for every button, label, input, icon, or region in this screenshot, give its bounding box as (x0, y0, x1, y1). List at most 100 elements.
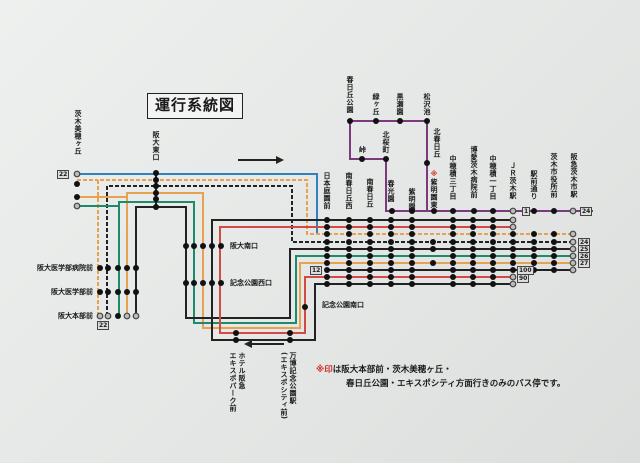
footnote-line-1: ※印は阪大本部前・茨木美穂ヶ丘・ (316, 363, 452, 375)
bus-stop (551, 239, 557, 245)
direction-arrow-left (244, 340, 284, 348)
bus-stop (97, 289, 103, 295)
route-number-badge: 22 (97, 321, 110, 330)
bus-stop (450, 208, 456, 214)
station-label: 北桜町 (382, 131, 390, 154)
bus-stop (490, 253, 496, 259)
station-label: ＪＲ茨木駅 (509, 162, 517, 200)
bus-stop (551, 208, 557, 214)
station-label: 記念公園南口 (322, 301, 364, 309)
bus-stop (367, 231, 373, 237)
bus-stop (510, 267, 516, 273)
bus-stop (490, 217, 496, 223)
bus-stop (388, 224, 394, 230)
bus-stop (324, 267, 330, 273)
bus-stop (233, 337, 239, 343)
route-line-blue (77, 173, 318, 235)
bus-stop (209, 280, 215, 286)
bus-stop (409, 217, 415, 223)
bus-stop (183, 243, 189, 249)
bus-stop (490, 274, 496, 280)
bus-stop (490, 260, 496, 266)
terminal-stop (509, 280, 517, 288)
bus-stop (450, 217, 456, 223)
terminal-stop (509, 273, 517, 281)
bus-stop (153, 170, 159, 176)
bus-stop (450, 281, 456, 287)
route-number-badge: 90 (517, 274, 530, 283)
bus-stop (200, 243, 206, 249)
bus-stop (105, 265, 111, 271)
bus-stop (153, 196, 159, 202)
bus-stop (191, 280, 197, 286)
bus-stop (551, 253, 557, 259)
bus-stop (388, 253, 394, 259)
bus-stop (531, 231, 537, 237)
bus-stop (287, 337, 293, 343)
bus-stop (105, 289, 111, 295)
bus-stop (424, 118, 430, 124)
bus-stop (209, 243, 215, 249)
bus-stop (450, 274, 456, 280)
station-label-text: 紫明園東 (430, 178, 438, 209)
bus-stop (115, 313, 121, 319)
page-title: 運行系統図 (147, 93, 243, 119)
terminal-stop (509, 223, 517, 231)
station-label: 茨木市役所前 (550, 153, 558, 198)
bus-stop (397, 118, 403, 124)
bus-stop (388, 267, 394, 273)
bus-stop (470, 239, 476, 245)
bus-stop (551, 260, 557, 266)
bus-stop (490, 246, 496, 252)
bus-stop (324, 217, 330, 223)
bus-stop (324, 246, 330, 252)
station-label: 博愛茨木病院前 (470, 146, 478, 199)
bus-stop (346, 246, 352, 252)
bus-stop (409, 274, 415, 280)
bus-stop (450, 267, 456, 273)
bus-stop (324, 239, 330, 245)
bus-stop (409, 239, 415, 245)
bus-stop (430, 246, 436, 252)
footnote-mark: ※印 (316, 365, 333, 375)
station-label: 松沢池 (423, 93, 431, 116)
station-label: 中穂積三丁目 (449, 155, 457, 200)
station-label: 阪大医学部前 (51, 288, 93, 296)
bus-stop (409, 253, 415, 259)
station-label: 万博記念公園駅 (289, 352, 297, 405)
bus-stop (490, 239, 496, 245)
bus-stop (430, 239, 436, 245)
bus-stop (153, 190, 159, 196)
bus-stop (409, 208, 415, 214)
bus-stop (346, 217, 352, 223)
bus-stop (470, 253, 476, 259)
bus-stop (200, 280, 206, 286)
bus-stop (510, 253, 516, 259)
bus-stop (233, 330, 239, 336)
bus-stop (389, 208, 395, 214)
bus-stop (388, 217, 394, 223)
route-number-badge: 22 (57, 170, 70, 179)
bus-stop (367, 253, 373, 259)
terminal-stop (569, 238, 577, 246)
route-number-badge: 1 (522, 207, 531, 216)
station-label: 阪大南口 (230, 242, 258, 250)
bus-stop (531, 208, 537, 214)
bus-stop (302, 304, 308, 310)
bus-stop (346, 267, 352, 273)
bus-stop (324, 231, 330, 237)
bus-stop (347, 118, 353, 124)
bus-stop (490, 231, 496, 237)
station-label: 中穂積一丁目 (489, 155, 497, 200)
bus-stop (470, 267, 476, 273)
bus-stop (471, 208, 477, 214)
bus-stop (551, 267, 557, 273)
bus-stop (124, 265, 130, 271)
station-label: (エキスポシティ前) (280, 352, 288, 420)
bus-stop (359, 156, 365, 162)
bus-stop (324, 274, 330, 280)
bus-stop (510, 260, 516, 266)
station-label: 茨木美穂ヶ丘 (74, 110, 82, 155)
bus-stop (153, 183, 159, 189)
bus-stop (490, 208, 496, 214)
